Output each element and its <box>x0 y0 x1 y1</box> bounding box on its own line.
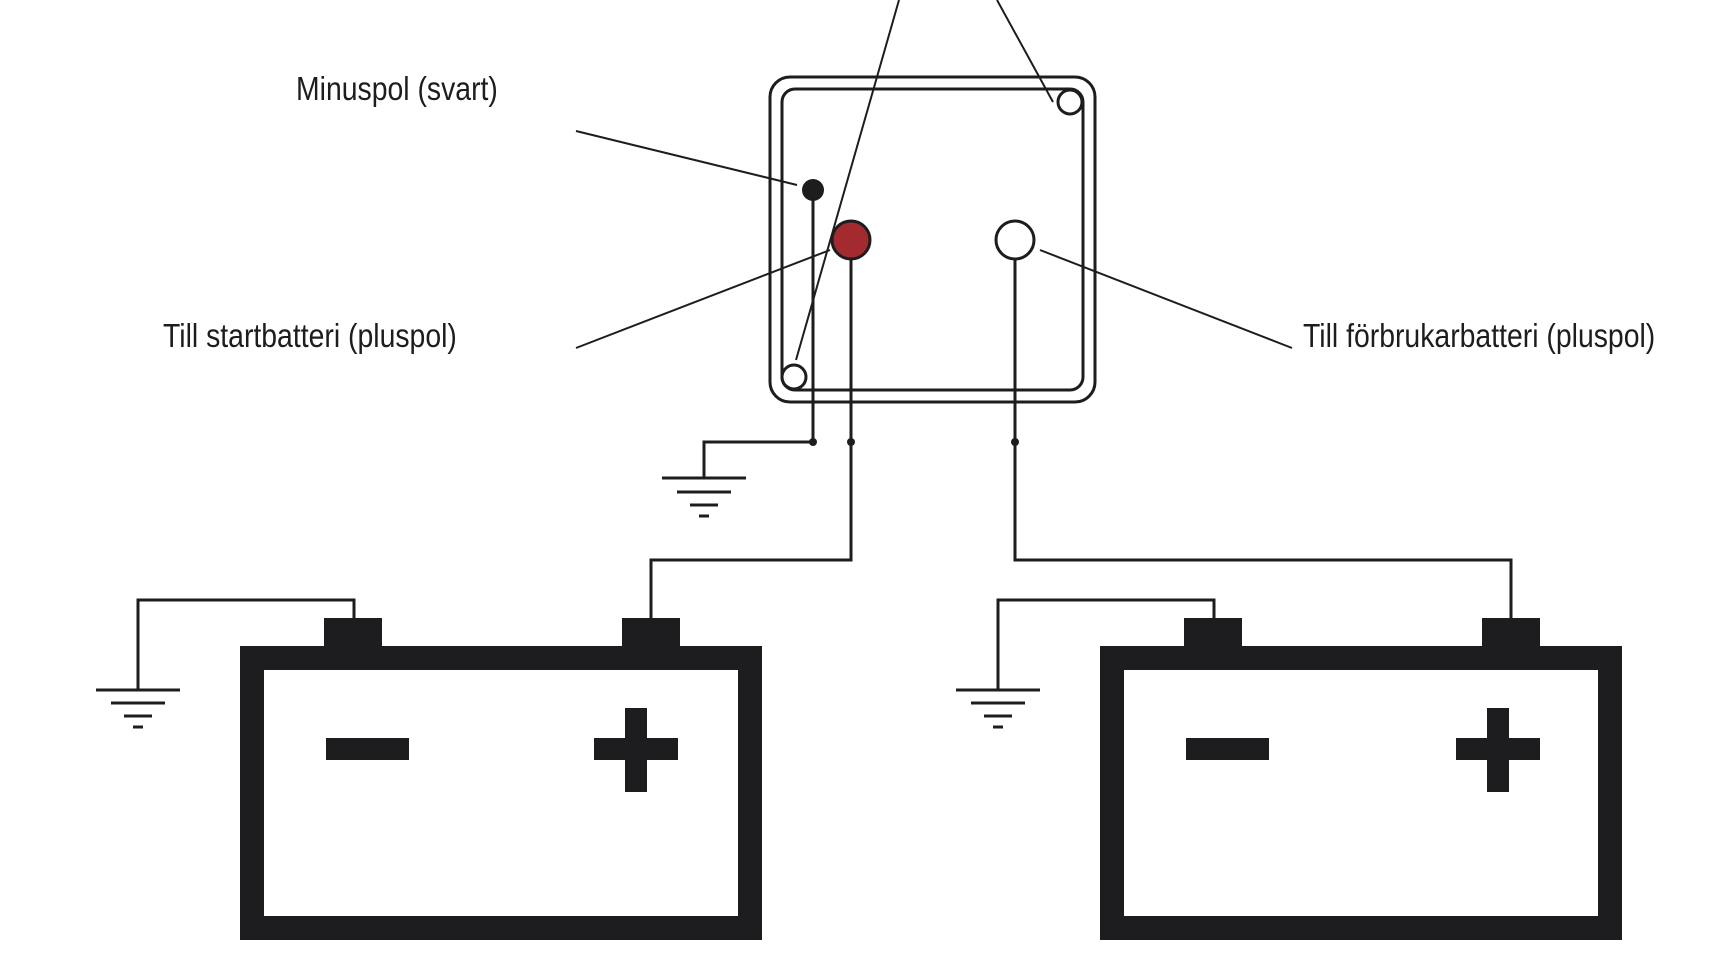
consumer-battery-minus-sign <box>1186 738 1269 760</box>
relay-box-outer <box>768 75 1097 404</box>
consumer-battery-body <box>1100 646 1622 940</box>
consumer-battery-label: Till förbrukarbatteri (pluspol) <box>1303 317 1656 354</box>
leader-line-minus-pole <box>575 130 798 186</box>
relay-box <box>768 75 1097 404</box>
start-battery-label: Till startbatteri (pluspol) <box>163 317 457 354</box>
consumer-battery <box>1100 618 1622 940</box>
start-battery-plus-terminal <box>830 219 872 261</box>
mounting-hole-bottom-left <box>780 363 808 391</box>
start-battery-minus-sign <box>326 738 409 760</box>
leader-line-mounting-top-right <box>996 0 1054 103</box>
minus-pole-label: Minuspol (svart) <box>296 70 498 107</box>
consumer-battery-positive-wire <box>1013 442 1513 618</box>
consumer-battery-ground-wire <box>996 598 1216 690</box>
start-battery-positive-wire <box>649 442 853 618</box>
leader-line-start-battery <box>575 249 831 349</box>
consumer-battery-ground-icon <box>956 688 1040 729</box>
consumer-battery-negative-post <box>1184 618 1242 648</box>
relay-internal-wires <box>811 190 1017 442</box>
relay-box-inner <box>780 87 1085 392</box>
start-battery-body <box>240 646 762 940</box>
junction-dots <box>809 438 1019 446</box>
consumer-battery-plus-sign <box>1456 708 1540 792</box>
relay-ground-wire <box>702 440 813 478</box>
consumer-battery-positive-post <box>1482 618 1540 648</box>
start-battery <box>240 618 762 940</box>
leader-line-consumer-battery <box>1039 249 1293 349</box>
start-battery-positive-post <box>622 618 680 648</box>
start-battery-ground-wire <box>136 598 356 690</box>
start-battery-ground-icon <box>96 688 180 729</box>
minus-pole-terminal <box>802 179 824 201</box>
relay-ground-icon <box>662 476 746 518</box>
consumer-battery-plus-terminal <box>994 219 1036 261</box>
start-battery-negative-post <box>324 618 382 648</box>
mounting-hole-top-right <box>1056 88 1084 116</box>
start-battery-plus-sign <box>594 708 678 792</box>
